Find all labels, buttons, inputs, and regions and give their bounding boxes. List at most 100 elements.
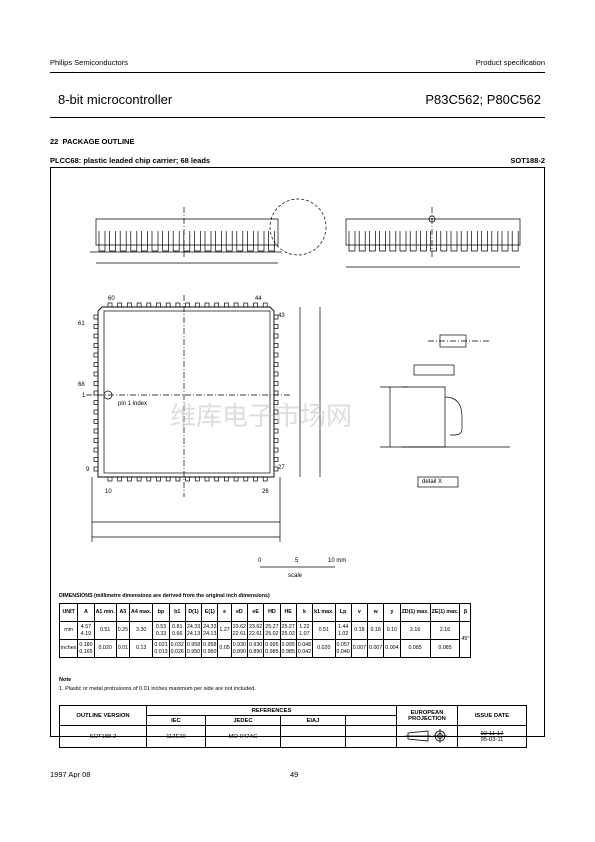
watermark: 维库电子市场网 bbox=[170, 401, 352, 431]
top-view-pin bbox=[273, 447, 279, 453]
side-lead bbox=[409, 231, 417, 252]
side-lead bbox=[460, 231, 468, 252]
top-view-pin bbox=[165, 476, 171, 482]
dim-col-header: A bbox=[77, 603, 95, 622]
side-lead bbox=[162, 231, 169, 252]
side-lead bbox=[172, 231, 180, 252]
side-lead bbox=[501, 231, 509, 252]
top-view-pin bbox=[273, 371, 279, 377]
projection-icon bbox=[405, 728, 447, 743]
top-view-pin bbox=[93, 314, 99, 320]
side-lead bbox=[369, 231, 376, 252]
dim-col-header: Lp bbox=[334, 603, 352, 622]
outline-version-header: OUTLINE VERSION bbox=[59, 705, 147, 726]
top-view-pin bbox=[93, 333, 99, 339]
part-numbers: P83C562; P80C562 bbox=[425, 92, 541, 107]
side-lead bbox=[481, 231, 488, 252]
dim-col-header: eD bbox=[230, 603, 249, 622]
dim-col-header: E(1) bbox=[201, 603, 219, 622]
top-view-pin bbox=[93, 352, 99, 358]
side-lead bbox=[236, 231, 244, 252]
dim-col-header: eE bbox=[246, 603, 265, 622]
side-lead bbox=[471, 231, 478, 252]
detail-x-label: detail X bbox=[422, 479, 442, 485]
dim-cell-ze: 0.085 bbox=[429, 639, 461, 658]
top-view-pin bbox=[214, 476, 220, 482]
dim-cell-k1: 0.020 bbox=[312, 639, 336, 658]
top-view-pin bbox=[127, 476, 132, 482]
dim-col-header: A4 max. bbox=[129, 603, 154, 622]
top-view-pin bbox=[273, 333, 279, 339]
dim-col-header: HD bbox=[263, 603, 281, 622]
top-view-pin bbox=[273, 428, 279, 434]
dim-cell-unit: mm bbox=[58, 621, 79, 640]
top-view-pin bbox=[224, 476, 229, 482]
top-view-pin bbox=[273, 438, 279, 443]
top-view-pin bbox=[243, 302, 249, 308]
issue-date-old: 92-11-17 bbox=[480, 730, 504, 737]
top-view-pin bbox=[273, 343, 279, 348]
dim-col-header: w bbox=[367, 603, 385, 622]
pin-label-43: 43 bbox=[278, 313, 285, 319]
issue-date-new: 95-03-11 bbox=[480, 736, 504, 743]
header-rule bbox=[50, 72, 545, 73]
top-view-pin bbox=[233, 476, 239, 482]
page-number: 49 bbox=[290, 770, 299, 779]
jedec-value: MO-047AC bbox=[205, 725, 281, 748]
issue-date-header: ISSUE DATE bbox=[457, 705, 527, 726]
top-view-pin bbox=[224, 302, 229, 308]
pin-label-10: 10 bbox=[105, 489, 112, 495]
side-lead bbox=[257, 231, 265, 252]
side-lead bbox=[225, 231, 233, 252]
dim-col-header: D(1) bbox=[184, 603, 203, 622]
dim-col-header: v bbox=[350, 603, 369, 622]
top-view-pin bbox=[136, 476, 142, 482]
top-view-pin bbox=[156, 476, 161, 482]
detail-x-body bbox=[402, 386, 446, 448]
dim-col-header: k1 max. bbox=[312, 603, 336, 622]
scale-tick-10: 10 mm bbox=[328, 558, 346, 564]
pin-label-27: 27 bbox=[278, 465, 285, 471]
references-table: OUTLINE VERSION REFERENCES EUROPEAN PROJ… bbox=[59, 705, 527, 748]
dim-cell-k1: 0.51 bbox=[312, 621, 336, 640]
side-lead bbox=[141, 231, 148, 252]
pin-label-68: 68 bbox=[78, 382, 85, 388]
pin-label-61: 61 bbox=[78, 321, 85, 327]
section-heading: 22 PACKAGE OUTLINE bbox=[50, 137, 134, 146]
top-view-pin bbox=[127, 302, 132, 308]
top-view-pin bbox=[93, 324, 99, 329]
top-view-pin bbox=[194, 476, 200, 482]
footer-date: 1997 Apr 08 bbox=[50, 770, 91, 779]
top-view-pin bbox=[136, 302, 142, 308]
dim-cell-y: 0.004 bbox=[383, 639, 401, 658]
dim-col-header: UNIT bbox=[58, 603, 79, 622]
side-lead bbox=[399, 231, 407, 252]
top-view-pin bbox=[273, 466, 279, 472]
side-lead bbox=[420, 231, 427, 252]
dim-col-header: A1 min. bbox=[93, 603, 117, 622]
top-view-pin bbox=[243, 476, 249, 482]
top-view-pin bbox=[156, 302, 161, 308]
scale-tick-5: 5 bbox=[295, 558, 299, 564]
dim-cell-a1: 0.51 bbox=[93, 621, 117, 640]
dim-cell-beta: 45° bbox=[459, 621, 472, 658]
top-view-pin bbox=[262, 302, 268, 308]
top-view-pin bbox=[262, 476, 268, 482]
dim-cell-v: 0.18 bbox=[350, 621, 369, 640]
top-view-pin bbox=[107, 476, 113, 482]
top-view-pin bbox=[93, 409, 99, 415]
jedec-header: JEDEC bbox=[205, 715, 281, 726]
top-view-pin bbox=[93, 457, 99, 462]
side-lead bbox=[268, 231, 275, 252]
